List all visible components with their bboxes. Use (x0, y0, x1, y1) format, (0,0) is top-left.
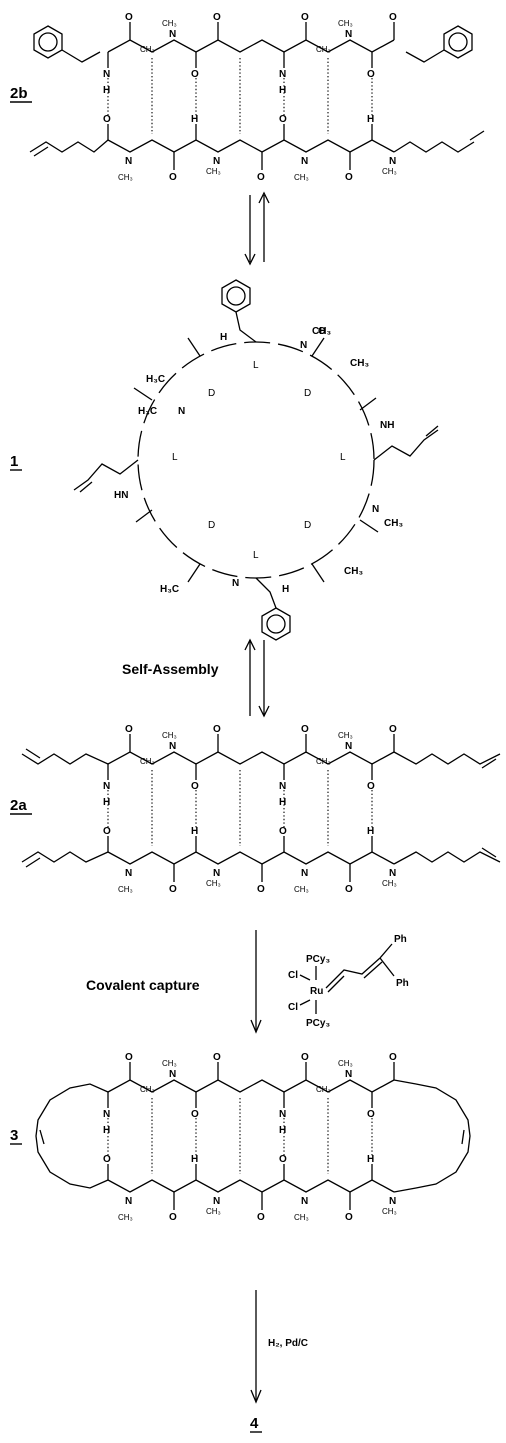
atom-label: N (178, 406, 185, 417)
atom-label: CH₃ (312, 326, 331, 337)
atom-label: H (282, 584, 289, 595)
stereo-label: D (208, 520, 215, 531)
compound-label-2a: 2a (10, 797, 27, 814)
stereo-label: L (172, 452, 178, 463)
compound-label-3: 3 (10, 1127, 18, 1144)
catalyst-pcy3: PCy₃ (306, 1018, 330, 1029)
stereo-label: D (304, 520, 311, 531)
atom-label: CH₃ (344, 566, 363, 577)
stereo-label: D (304, 388, 311, 399)
atom-label: H₃C (138, 406, 157, 417)
atom-label: H₃C (160, 584, 179, 595)
atom-label: N (300, 340, 307, 351)
atom-label: N (372, 504, 379, 515)
reaction-arrow-hydrogenation (250, 1290, 262, 1404)
compound-label-1: 1 (10, 453, 18, 470)
step-covalent-capture: Covalent capture (86, 977, 200, 993)
structure-3 (35, 1051, 471, 1224)
atom-label: N (232, 578, 239, 589)
equilibrium-arrow-2 (244, 638, 270, 718)
catalyst-ru: Ru (310, 986, 323, 997)
stereo-label: L (253, 360, 259, 371)
atom-label: CH₃ (384, 518, 403, 529)
catalyst-cl: Cl (288, 1002, 298, 1013)
step-self-assembly: Self-Assembly (122, 661, 219, 677)
atom-label: H (220, 332, 227, 343)
compound-label-4: 4 (250, 1415, 259, 1432)
catalyst-cl: Cl (288, 970, 298, 981)
step-hydrogenation: H₂, Pd/C (268, 1338, 308, 1349)
atom-label: NH (380, 420, 394, 431)
reaction-arrow-capture (250, 930, 262, 1034)
structure-2a (21, 723, 501, 896)
atom-label: CH₃ (350, 358, 369, 369)
atom-label: H₃C (146, 374, 165, 385)
catalyst-pcy3: PCy₃ (306, 954, 330, 965)
structure-1 (73, 279, 439, 641)
stereo-label: D (208, 388, 215, 399)
stereo-label: L (340, 452, 346, 463)
compound-label-2b: 2b (10, 85, 28, 102)
catalyst-ph: Ph (394, 934, 407, 945)
atom-label: HN (114, 490, 128, 501)
catalyst-ph: Ph (396, 978, 409, 989)
stereo-label: L (253, 550, 259, 561)
atom-label: O (318, 326, 326, 337)
grubbs-catalyst (299, 943, 395, 1014)
structure-2b (29, 11, 485, 184)
equilibrium-arrow-1 (244, 191, 270, 266)
